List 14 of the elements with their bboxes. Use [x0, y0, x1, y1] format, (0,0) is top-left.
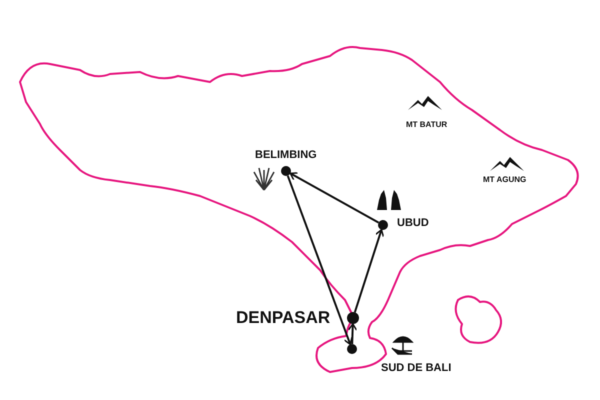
place-name: SUD DE BALI — [381, 363, 452, 374]
location-dot — [378, 220, 388, 230]
place-name: BELIMBING — [255, 150, 317, 161]
location-dot — [347, 312, 359, 324]
route-arrow — [354, 229, 384, 313]
route-arrow — [348, 323, 358, 344]
route-arrow — [286, 175, 353, 346]
mountain-name: MT BATUR — [406, 121, 448, 129]
location-dot — [347, 344, 357, 354]
location-dot — [281, 166, 291, 176]
route-arrow — [290, 172, 380, 224]
place-name: UBUD — [397, 218, 429, 229]
place-name: DENPASAR — [236, 309, 330, 326]
mountain-name: MT AGUNG — [483, 176, 526, 184]
